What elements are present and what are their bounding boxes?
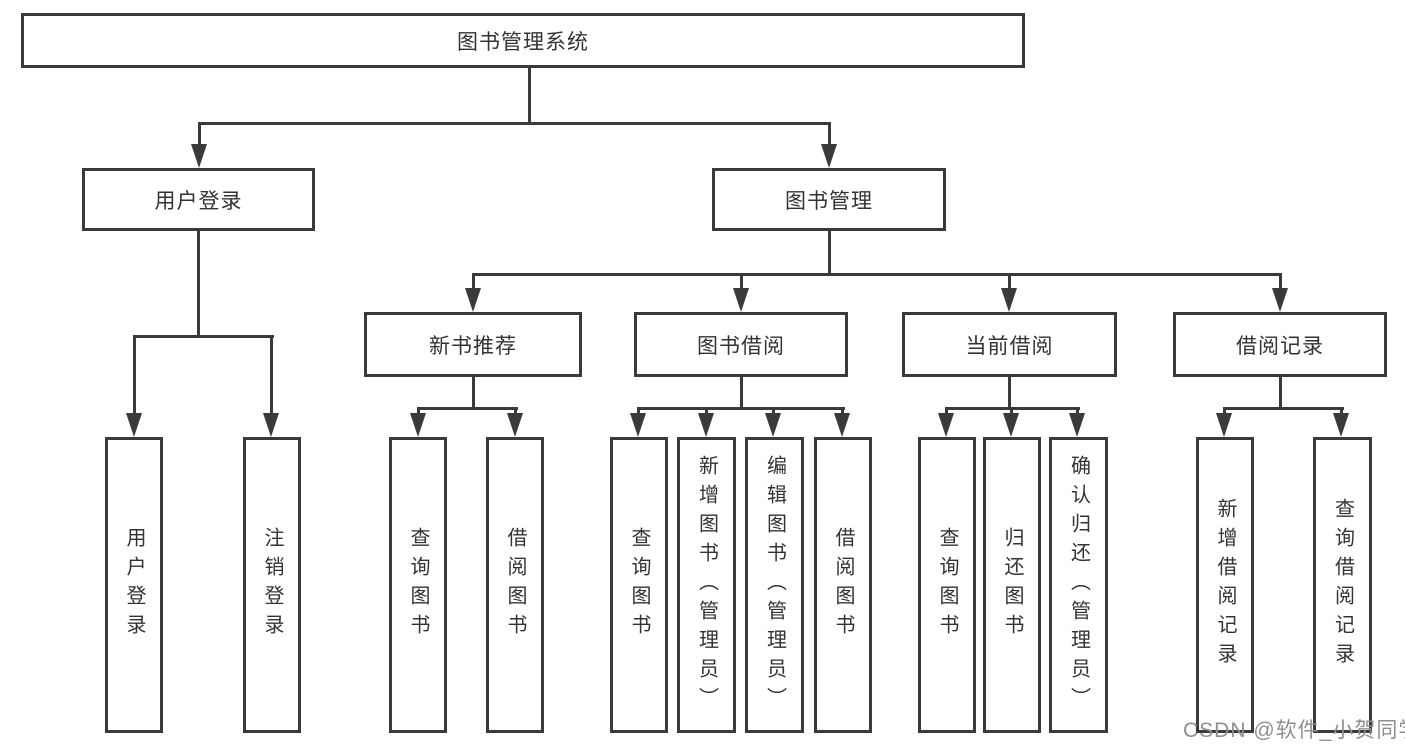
section-node-label: 借阅记录 — [1236, 334, 1324, 358]
leaf-node-user-login: 用户登录 — [105, 437, 163, 733]
connector-drop — [1076, 407, 1079, 415]
arrow-down-icon — [834, 413, 850, 437]
connector-section-stem — [472, 377, 475, 407]
leaf-node-label: 新增图书（管理员） — [695, 454, 718, 716]
arrow-down-icon — [507, 413, 523, 437]
connector-drop-book-management — [828, 122, 831, 146]
arrow-down-icon — [410, 413, 426, 437]
arrow-down-icon — [821, 144, 837, 168]
leaf-node-label: 借阅图书 — [504, 527, 526, 643]
root-node-library-system: 图书管理系统 — [21, 13, 1025, 68]
arrow-down-icon — [1003, 413, 1019, 437]
branch-node-user-login: 用户登录 — [82, 168, 315, 231]
connector-drop — [417, 407, 420, 415]
connector-group-rail — [417, 407, 518, 410]
leaf-node-add-borrow-record: 新增借阅记录 — [1196, 437, 1254, 733]
leaf-node-label: 归还图书 — [1001, 527, 1023, 643]
connector-group-rail — [1223, 407, 1344, 410]
connector-section-stem — [1279, 377, 1282, 407]
connector-section-stem — [1008, 377, 1011, 407]
branch-node-book-management: 图书管理 — [712, 168, 946, 231]
connector-drop — [1008, 273, 1011, 290]
leaf-node-query-books-current: 查询图书 — [918, 437, 976, 733]
connector-root-stem — [528, 68, 531, 122]
connector-drop — [705, 407, 708, 415]
leaf-node-label: 查询图书 — [407, 527, 429, 643]
arrow-down-icon — [465, 288, 481, 312]
connector-drop — [740, 273, 743, 290]
leaf-node-label: 查询图书 — [628, 527, 650, 643]
branch-node-label: 图书管理 — [785, 189, 873, 213]
leaf-node-label: 确认归还（管理员） — [1067, 454, 1090, 716]
connector-drop — [1279, 273, 1282, 290]
connector-drop — [945, 407, 948, 415]
arrow-down-icon — [698, 413, 714, 437]
section-node-book-borrow: 图书借阅 — [634, 312, 848, 377]
arrow-down-icon — [733, 288, 749, 312]
leaf-node-label: 用户登录 — [123, 527, 145, 643]
arrow-down-icon — [1216, 413, 1232, 437]
leaf-node-label: 新增借阅记录 — [1214, 498, 1236, 672]
connector-level2-rail — [472, 273, 1282, 276]
connector-drop — [1223, 407, 1226, 415]
connector-drop — [637, 407, 640, 415]
section-node-borrow-records: 借阅记录 — [1173, 312, 1387, 377]
arrow-down-icon — [1272, 288, 1288, 312]
watermark: CSDN @软件_小贺同学 — [1183, 719, 1405, 742]
connector-drop — [841, 407, 844, 415]
arrow-down-icon — [263, 413, 279, 437]
arrow-down-icon — [1333, 413, 1349, 437]
section-node-label: 图书借阅 — [697, 334, 785, 358]
section-node-current-borrow: 当前借阅 — [902, 312, 1117, 377]
leaf-node-label: 查询借阅记录 — [1331, 498, 1354, 672]
arrow-down-icon — [938, 413, 954, 437]
connector-drop — [772, 407, 775, 415]
connector-drop — [270, 335, 273, 415]
connector-drop — [1340, 407, 1343, 415]
arrow-down-icon — [765, 413, 781, 437]
connector-drop — [1010, 407, 1013, 415]
connector-book-management-stem — [828, 231, 831, 273]
arrow-down-icon — [126, 413, 142, 437]
connector-group-rail — [637, 407, 845, 410]
arrow-down-icon — [1069, 413, 1085, 437]
connector-drop-user-login — [198, 122, 201, 146]
arrow-down-icon — [630, 413, 646, 437]
connector-user-login-rail — [133, 335, 274, 338]
connector-section-stem — [740, 377, 743, 407]
branch-node-label: 用户登录 — [154, 189, 243, 213]
leaf-node-confirm-return-admin: 确认归还（管理员） — [1049, 437, 1108, 733]
leaf-node-borrow-books-recommend: 借阅图书 — [486, 437, 544, 733]
leaf-node-query-borrow-record: 查询借阅记录 — [1313, 437, 1372, 733]
leaf-node-query-books-recommend: 查询图书 — [389, 437, 447, 733]
section-node-new-book-recommend: 新书推荐 — [364, 312, 582, 377]
leaf-node-logout: 注销登录 — [243, 437, 301, 733]
connector-level1-rail — [198, 122, 831, 125]
section-node-label: 当前借阅 — [965, 334, 1054, 358]
leaf-node-borrow-books: 借阅图书 — [814, 437, 872, 733]
leaf-node-add-books-admin: 新增图书（管理员） — [677, 437, 736, 733]
connector-drop — [472, 273, 475, 290]
leaf-node-label: 借阅图书 — [832, 527, 854, 643]
section-node-label: 新书推荐 — [429, 334, 517, 358]
leaf-node-label: 注销登录 — [261, 527, 283, 643]
leaf-node-label: 编辑图书（管理员） — [763, 454, 786, 716]
connector-user-login-stem — [197, 231, 200, 335]
arrow-down-icon — [1001, 288, 1017, 312]
root-node-label: 图书管理系统 — [457, 30, 589, 54]
leaf-node-return-books: 归还图书 — [983, 437, 1041, 733]
leaf-node-label: 查询图书 — [936, 527, 958, 643]
leaf-node-query-books-borrow: 查询图书 — [610, 437, 668, 733]
connector-drop — [514, 407, 517, 415]
arrow-down-icon — [191, 144, 207, 168]
leaf-node-edit-books-admin: 编辑图书（管理员） — [745, 437, 804, 733]
connector-drop — [133, 335, 136, 415]
